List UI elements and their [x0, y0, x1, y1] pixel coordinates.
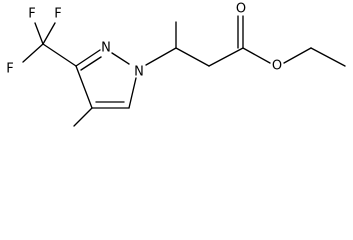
- atom-label-o-carbonyl: O: [236, 2, 246, 17]
- bond-carbonyl-o-ester: [242, 47, 271, 64]
- atom-label-n1: N: [134, 65, 144, 80]
- structure-canvas: F F F N N O O: [6, 2, 346, 127]
- atom-label-f-left: F: [6, 62, 13, 77]
- bond-ring-methyl: [73, 107, 93, 127]
- bond-n2-n1: [111, 52, 130, 65]
- trifluoromethyl-group: [22, 22, 77, 67]
- ester-side-chain: [145, 15, 346, 67]
- atom-label-f-top-right: F: [54, 7, 61, 22]
- bond-n1-c5: [128, 77, 137, 109]
- pyrazole-ring: [75, 49, 137, 109]
- bond-n1-ch: [145, 47, 177, 66]
- bond-cf3-ring: [42, 43, 77, 67]
- bond-c-f-top-left: [34, 22, 44, 45]
- bond-ch-ch2: [175, 47, 210, 67]
- bond-c-f-left: [22, 43, 44, 63]
- bond-c-f-top-right: [42, 22, 56, 45]
- bond-c3-n2: [75, 49, 101, 67]
- atom-label-f-top-left: F: [28, 7, 35, 22]
- bond-c3-n2-double: [80, 56, 102, 71]
- atom-label-n2: N: [101, 41, 111, 56]
- bond-o-ch2: [283, 47, 312, 64]
- bond-ch2-carbonyl: [208, 47, 244, 67]
- molecule-drawing: F F F N N O O: [6, 2, 346, 127]
- bond-c4-c3: [75, 65, 93, 109]
- bond-ch2-ch3: [310, 47, 346, 67]
- atom-label-o-ester: O: [272, 59, 282, 74]
